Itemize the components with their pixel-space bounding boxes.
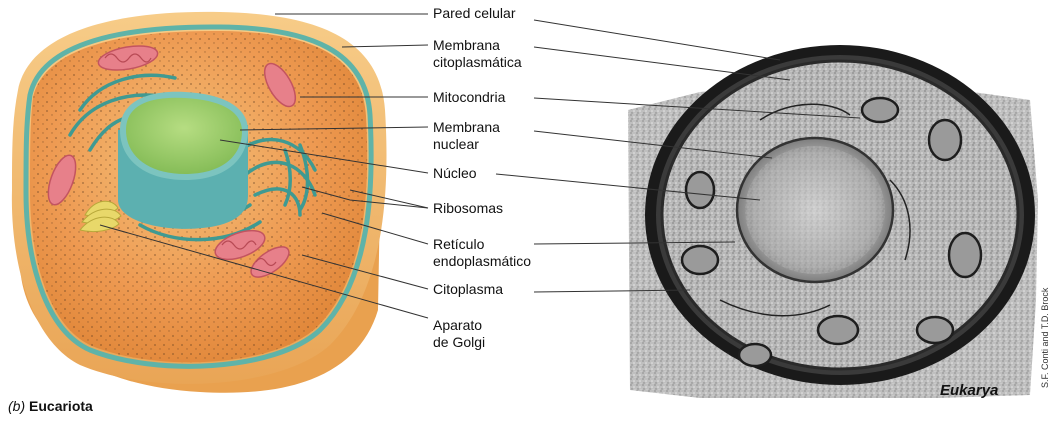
figure-caption: (b) Eucariota [8,398,93,414]
caption-letter: (b) [8,398,25,414]
micrograph [628,45,1040,398]
label-membrana-citoplasmatica-2: citoplasmática [433,54,522,71]
label-golgi-1: Aparato [433,317,482,334]
caption-title: Eucariota [29,398,93,414]
label-membrana-citoplasmatica-1: Membrana [433,37,500,54]
nucleus [118,92,248,229]
label-ribosomas: Ribosomas [433,200,503,217]
label-nucleo: Núcleo [433,165,477,182]
label-reticulo-2: endoplasmático [433,253,531,270]
label-pared-celular: Pared celular [433,5,516,22]
label-membrana-nuclear-2: nuclear [433,136,479,153]
label-membrana-nuclear-1: Membrana [433,119,500,136]
label-golgi-2: de Golgi [433,334,485,351]
label-citoplasma: Citoplasma [433,281,503,298]
cell-illustration [12,12,387,393]
micrograph-label: Eukarya [940,382,998,399]
photo-credit: S.F. Conti and T.D. Brock [1040,288,1050,388]
label-reticulo-1: Retículo [433,236,484,253]
label-mitocondria: Mitocondria [433,89,505,106]
